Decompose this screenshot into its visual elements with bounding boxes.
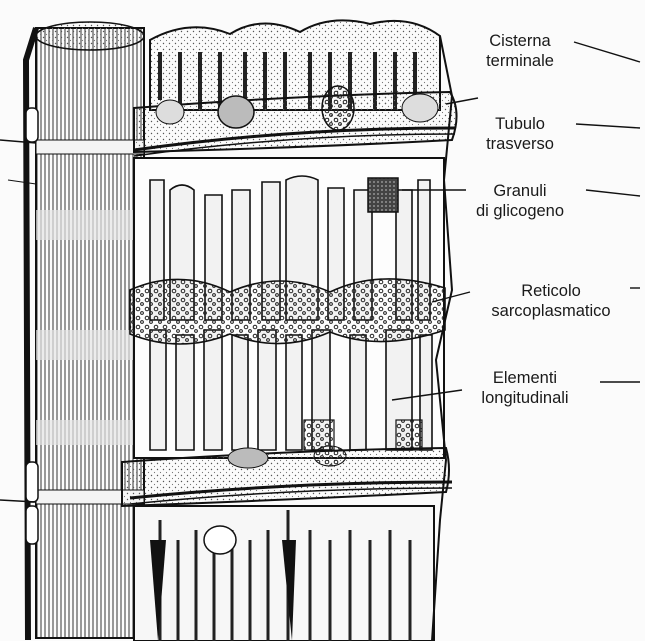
reticulum-network bbox=[130, 279, 445, 344]
label-granuli-line2: di glicogeno bbox=[460, 201, 580, 221]
label-elementi-line1: Elementi bbox=[460, 368, 590, 388]
myofibril-left bbox=[0, 22, 144, 640]
label-reticolo-line2: sarcoplasmatico bbox=[466, 301, 636, 321]
bottom-fibrils bbox=[134, 506, 434, 641]
label-granuli-line1: Granuli bbox=[460, 181, 580, 201]
label-tubulo-line2: trasverso bbox=[470, 134, 570, 154]
label-tubulo-line1: Tubulo bbox=[470, 114, 570, 134]
label-cisterna-line1: Cisterna bbox=[470, 31, 570, 51]
label-tubulo-trasverso: Tubulo trasverso bbox=[470, 114, 570, 154]
label-reticolo-sarcoplasmatico: Reticolo sarcoplasmatico bbox=[466, 281, 636, 321]
label-cisterna-terminale: Cisterna terminale bbox=[470, 31, 570, 71]
label-elementi-longitudinali: Elementi longitudinali bbox=[460, 368, 590, 408]
label-reticolo-line1: Reticolo bbox=[466, 281, 636, 301]
label-granuli-di-glicogeno: Granuli di glicogeno bbox=[460, 181, 580, 221]
label-elementi-line2: longitudinali bbox=[460, 388, 590, 408]
label-cisterna-line2: terminale bbox=[470, 51, 570, 71]
